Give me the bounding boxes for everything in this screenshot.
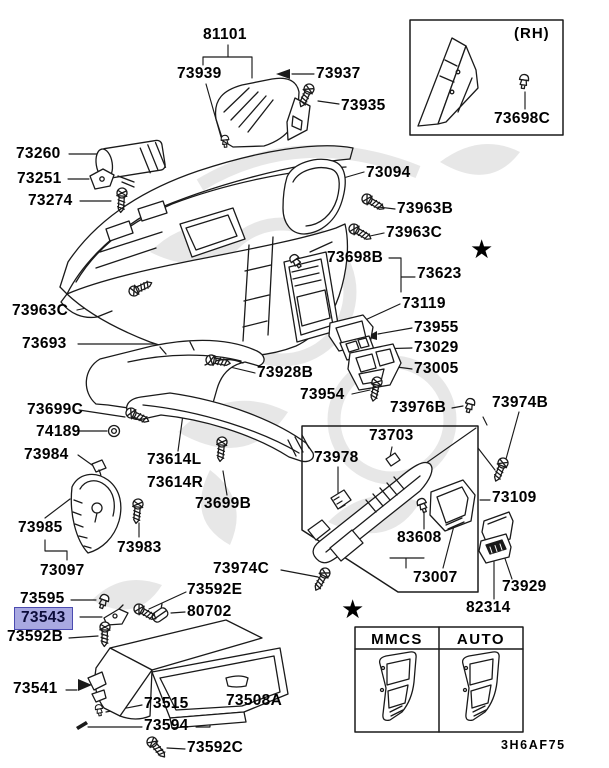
part-label-73699C[interactable]: 73699C: [27, 401, 84, 418]
note-star-bottom: ★: [341, 594, 365, 624]
part-label-73974C[interactable]: 73974C: [213, 560, 270, 577]
part-label-74189[interactable]: 74189: [36, 423, 81, 440]
variant-table: [354, 626, 524, 733]
glovebox-part: [87, 619, 289, 729]
part-label-73703[interactable]: 73703: [369, 427, 414, 444]
part-label-73094[interactable]: 73094: [366, 164, 411, 181]
part-label-73974B[interactable]: 73974B: [492, 394, 549, 411]
part-label-73592C[interactable]: 73592C: [187, 739, 244, 756]
table-header-auto: AUTO: [456, 631, 506, 648]
part-label-73963C-left[interactable]: 73963C: [12, 302, 69, 319]
part-label-73954[interactable]: 73954: [300, 386, 345, 403]
part-label-73698C[interactable]: 73698C: [494, 110, 551, 127]
part-label-73541[interactable]: 73541: [13, 680, 58, 697]
part-label-73274[interactable]: 73274: [28, 192, 73, 209]
part-label-73928B[interactable]: 73928B: [257, 364, 314, 381]
part-label-73937[interactable]: 73937: [316, 65, 361, 82]
diagram-code: 3H6AF75: [501, 738, 566, 752]
part-label-73978[interactable]: 73978: [314, 449, 359, 466]
part-label-73614L[interactable]: 73614L: [147, 451, 202, 468]
rh-label: (RH): [514, 25, 550, 42]
part-label-73963C-right[interactable]: 73963C: [386, 224, 443, 241]
reinforcement-box-assembly: [301, 425, 479, 593]
part-label-73614R[interactable]: 73614R: [147, 474, 204, 491]
dashboard-main-part: [59, 145, 354, 358]
part-label-73935[interactable]: 73935: [341, 97, 386, 114]
note-star-right: ★: [470, 234, 494, 264]
part-label-73005[interactable]: 73005: [414, 360, 459, 377]
part-label-83608[interactable]: 83608: [397, 529, 442, 546]
part-label-73029[interactable]: 73029: [414, 339, 459, 356]
part-label-82314[interactable]: 82314: [466, 599, 511, 616]
part-label-73592E[interactable]: 73592E: [187, 581, 243, 598]
knee-panel-part: [126, 392, 315, 463]
part-label-73592B[interactable]: 73592B: [7, 628, 64, 645]
tray-cupholder-parts: [328, 314, 402, 391]
latch-parts: [103, 603, 169, 626]
table-header-mmcs: MMCS: [371, 631, 423, 648]
part-label-73963B[interactable]: 73963B: [397, 200, 454, 217]
part-label-80702[interactable]: 80702: [187, 603, 232, 620]
cluster-hood-part: [214, 77, 311, 148]
part-label-73955[interactable]: 73955: [414, 319, 459, 336]
part-label-73985[interactable]: 73985: [18, 519, 63, 536]
part-label-73623[interactable]: 73623: [417, 265, 462, 282]
part-label-73097[interactable]: 73097: [40, 562, 85, 579]
part-label-73543-highlighted[interactable]: 73543: [14, 607, 73, 630]
part-label-73251[interactable]: 73251: [17, 170, 62, 187]
part-label-73693[interactable]: 73693: [22, 335, 67, 352]
part-label-73109[interactable]: 73109: [492, 489, 537, 506]
part-label-73983[interactable]: 73983: [117, 539, 162, 556]
center-bezel-part: [283, 251, 340, 343]
part-label-73260[interactable]: 73260: [16, 145, 61, 162]
part-label-73984[interactable]: 73984: [24, 446, 69, 463]
part-label-73698B[interactable]: 73698B: [327, 249, 384, 266]
part-label-73699B[interactable]: 73699B: [195, 495, 252, 512]
part-label-73007[interactable]: 73007: [413, 569, 458, 586]
part-label-73594[interactable]: 73594: [144, 717, 189, 734]
part-label-73976B[interactable]: 73976B: [390, 399, 447, 416]
part-label-73508A[interactable]: 73508A: [226, 692, 283, 709]
part-label-81101[interactable]: 81101: [203, 26, 247, 43]
airbag-module-part: [89, 139, 167, 190]
hook-panel-part: [70, 473, 122, 554]
part-label-73515[interactable]: 73515: [144, 695, 189, 712]
part-label-73929[interactable]: 73929: [502, 578, 547, 595]
rh-inset-box: [409, 19, 564, 136]
side-trim-parts: [478, 511, 514, 564]
part-label-73595[interactable]: 73595: [20, 590, 65, 607]
part-label-73119[interactable]: 73119: [402, 295, 446, 312]
part-label-73939[interactable]: 73939: [177, 65, 222, 82]
